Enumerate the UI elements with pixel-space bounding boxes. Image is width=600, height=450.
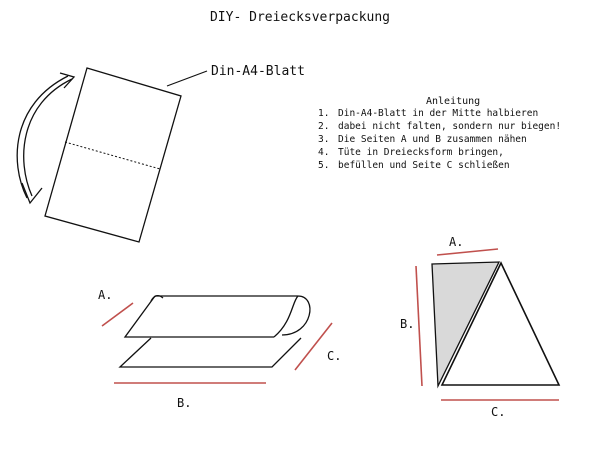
triangle-back-panel [431,261,501,389]
triangle-side-markers [415,248,559,401]
triangle-side-c-label: C. [491,405,506,419]
instruction-number: 1. [318,108,330,119]
sheet-label-leader-line [166,70,208,87]
instruction-text: befüllen und Seite C schließen [338,160,510,171]
instruction-number: 5. [318,160,330,171]
instruction-number: 4. [318,147,330,158]
instruction-text: Din-A4-Blatt in der Mitte halbieren [338,108,539,119]
instruction-number: 3. [318,134,330,145]
instruction-step: 1. Din-A4-Blatt in der Mitte halbieren [318,107,561,120]
sheet-label: Din-A4-Blatt [211,64,305,79]
triangle-front-panel [440,261,561,386]
a4-sheet [44,67,182,243]
sheet-side-b-label: B. [177,396,192,410]
instruction-text: Die Seiten A und B zusammen nähen [338,134,527,145]
page-title: DIY- Dreiecksverpackung [209,10,390,25]
instruction-step: 4. Tüte in Dreiecksform bringen, [318,146,561,159]
rolled-tube [118,294,311,368]
instruction-text: Tüte in Dreiecksform bringen, [338,147,504,158]
instructions-list: 1. Din-A4-Blatt in der Mitte halbieren 2… [318,107,561,172]
instruction-step: 5. befüllen und Seite C schließen [318,159,561,172]
sheet-side-a-marker [101,302,134,327]
instruction-number: 2. [318,121,330,132]
instructions-heading: Anleitung [426,96,481,107]
triangle-side-b-marker [415,265,423,387]
instruction-step: 3. Die Seiten A und B zusammen nähen [318,133,561,146]
sheet-side-markers [101,302,333,384]
sheet-side-a-label: A. [98,288,113,302]
instruction-step: 2. dabei nicht falten, sondern nur biege… [318,120,561,133]
bend-arrow-icon [16,72,76,205]
triangle-side-a-label: A. [449,235,464,249]
instruction-text: dabei nicht falten, sondern nur biegen! [338,121,562,132]
sheet-side-c-marker [294,322,333,371]
triangle-side-a-marker [436,248,499,256]
sheet-middle-dashed-line [64,141,161,170]
triangle-side-b-label: B. [400,317,415,331]
sheet-side-c-label: C. [327,349,342,363]
